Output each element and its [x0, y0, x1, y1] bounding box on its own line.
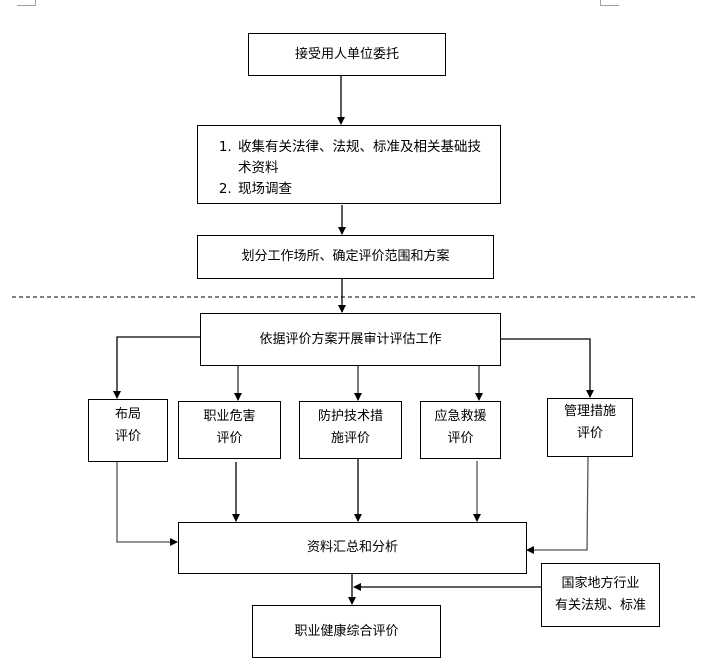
- crop-mark-top-left: [17, 0, 36, 6]
- step-accept-commission: 接受用人单位委托: [248, 33, 446, 76]
- eval-layout-label: 布局 评价: [114, 407, 141, 444]
- step-audit-evaluation: 依据评价方案开展审计评估工作: [200, 313, 501, 366]
- step-divide-label: 划分工作场所、确定评价范围和方案: [241, 249, 450, 264]
- step-accept-label: 接受用人单位委托: [294, 46, 399, 62]
- eval-occupational-hazard: 职业危害 评价: [178, 401, 281, 459]
- eval-emergency-label: 应急救援 评价: [434, 409, 487, 446]
- eval-management-label: 管理措施 评价: [563, 404, 616, 441]
- step-divide-workplace: 划分工作场所、确定评价范围和方案: [197, 235, 494, 279]
- step-audit-label: 依据评价方案开展审计评估工作: [259, 331, 442, 347]
- eval-protection-measures: 防护技术措 施评价: [299, 401, 402, 459]
- collect-item-1: 收集有关法律、法规、标准及相关基础技术资料: [236, 137, 492, 179]
- arrow-management-to-summary: [526, 456, 589, 554]
- eval-emergency-rescue: 应急救援 评价: [420, 401, 501, 459]
- collect-item-2: 现场调查: [236, 179, 492, 200]
- arrow-layout-to-summary: [116, 461, 178, 546]
- arrow-audit-to-management: [500, 338, 594, 398]
- input-national-standards: 国家地方行业 有关法规、标准: [541, 563, 660, 627]
- eval-layout: 布局 评价: [88, 399, 168, 462]
- step-summary-label: 资料汇总和分析: [306, 540, 398, 555]
- arrow-audit-to-layout: [113, 336, 200, 399]
- step-final-label: 职业健康综合评价: [294, 623, 399, 639]
- eval-protection-label: 防护技术措 施评价: [317, 409, 383, 446]
- step-collect-and-survey: 收集有关法律、法规、标准及相关基础技术资料 现场调查: [197, 125, 501, 204]
- eval-management-measures: 管理措施 评价: [547, 398, 633, 457]
- eval-hazard-label: 职业危害 评价: [203, 409, 256, 446]
- step-final-evaluation: 职业健康综合评价: [252, 605, 441, 658]
- step-data-summary: 资料汇总和分析: [178, 522, 527, 574]
- crop-mark-top-right: [600, 0, 619, 6]
- standards-label: 国家地方行业 有关法规、标准: [554, 576, 646, 613]
